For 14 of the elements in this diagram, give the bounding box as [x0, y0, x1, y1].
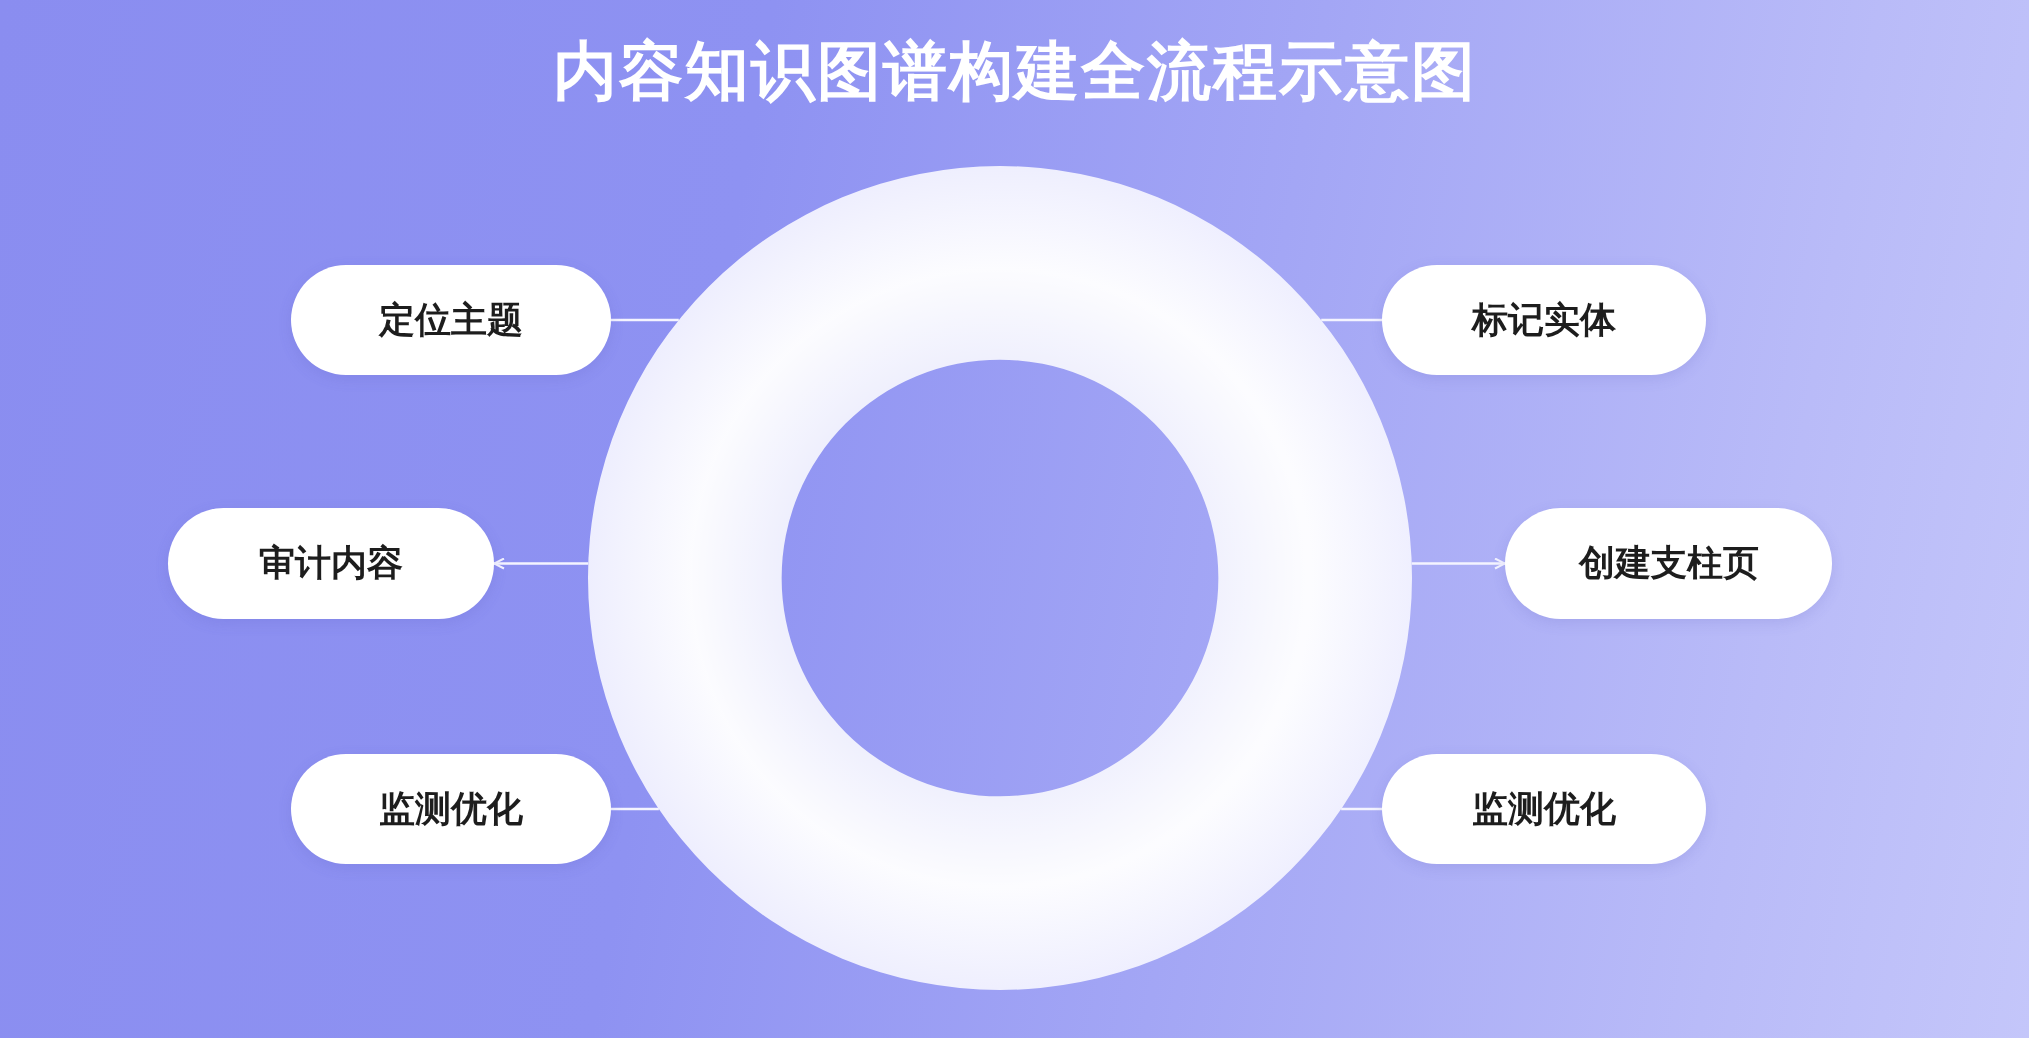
- arrow: [1411, 557, 1506, 570]
- step-pill: 监测优化: [1382, 754, 1706, 864]
- connector-line: [1321, 318, 1382, 322]
- step-pill: 定位主题: [291, 265, 611, 375]
- step-pill: 标记实体: [1382, 265, 1706, 375]
- connector-line: [1341, 807, 1382, 811]
- connector-line: [611, 807, 659, 811]
- arrow: [493, 557, 589, 570]
- step-pill: 审计内容: [168, 508, 494, 619]
- step-pill: 创建支柱页: [1505, 508, 1832, 619]
- step-pill: 监测优化: [291, 754, 611, 864]
- ring-shape: [588, 166, 1412, 990]
- title: 内容知识图谱构建全流程示意图: [551, 33, 1478, 110]
- connector-line: [611, 318, 679, 322]
